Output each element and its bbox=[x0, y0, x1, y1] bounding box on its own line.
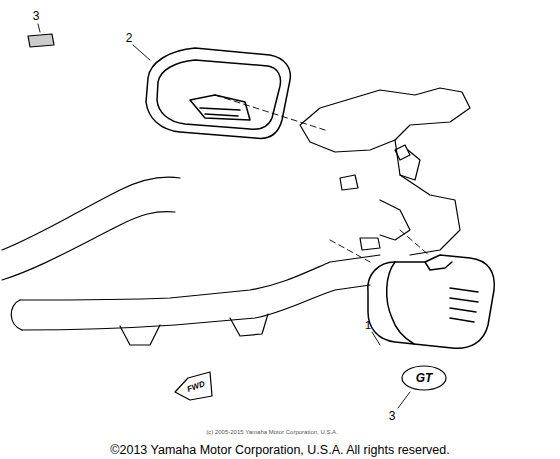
frame-plate bbox=[395, 140, 420, 180]
frame-tube bbox=[11, 300, 22, 330]
frame-tube bbox=[2, 212, 175, 280]
callout-number: 3 bbox=[389, 410, 396, 422]
frame-plate bbox=[380, 200, 410, 240]
leader-line bbox=[38, 24, 40, 32]
leader-line bbox=[133, 45, 150, 60]
copyright-caption: ©2013 Yamaha Motor Corporation, U.S.A. A… bbox=[110, 444, 449, 457]
emblem-part-3 bbox=[28, 34, 54, 47]
assembly-line bbox=[215, 95, 430, 262]
leader-line bbox=[398, 392, 410, 408]
frame-bracket bbox=[230, 314, 268, 336]
leader-line bbox=[372, 332, 380, 345]
cover-part-1 bbox=[368, 255, 495, 348]
frame-bracket bbox=[120, 325, 160, 345]
emblem-text: GT bbox=[416, 372, 433, 384]
fwd-arrow-icon bbox=[175, 372, 212, 400]
frame-plate bbox=[300, 88, 470, 152]
mount-tab bbox=[360, 238, 380, 250]
mount-tab bbox=[340, 175, 358, 190]
fwd-text: FWD bbox=[186, 380, 206, 394]
mount-tab bbox=[395, 145, 410, 160]
callout-number: 3 bbox=[33, 10, 40, 22]
callout-number: 2 bbox=[126, 32, 133, 44]
frame-plate bbox=[400, 175, 460, 255]
emblem-part-3 bbox=[402, 366, 446, 390]
callout-number: 1 bbox=[365, 320, 371, 331]
cover-part-2 bbox=[146, 48, 290, 138]
frame-tube bbox=[22, 285, 370, 330]
watermark: (c) 2005-2015 Yamaha Motor Corporation, … bbox=[206, 429, 338, 435]
frame-tube bbox=[2, 177, 180, 250]
